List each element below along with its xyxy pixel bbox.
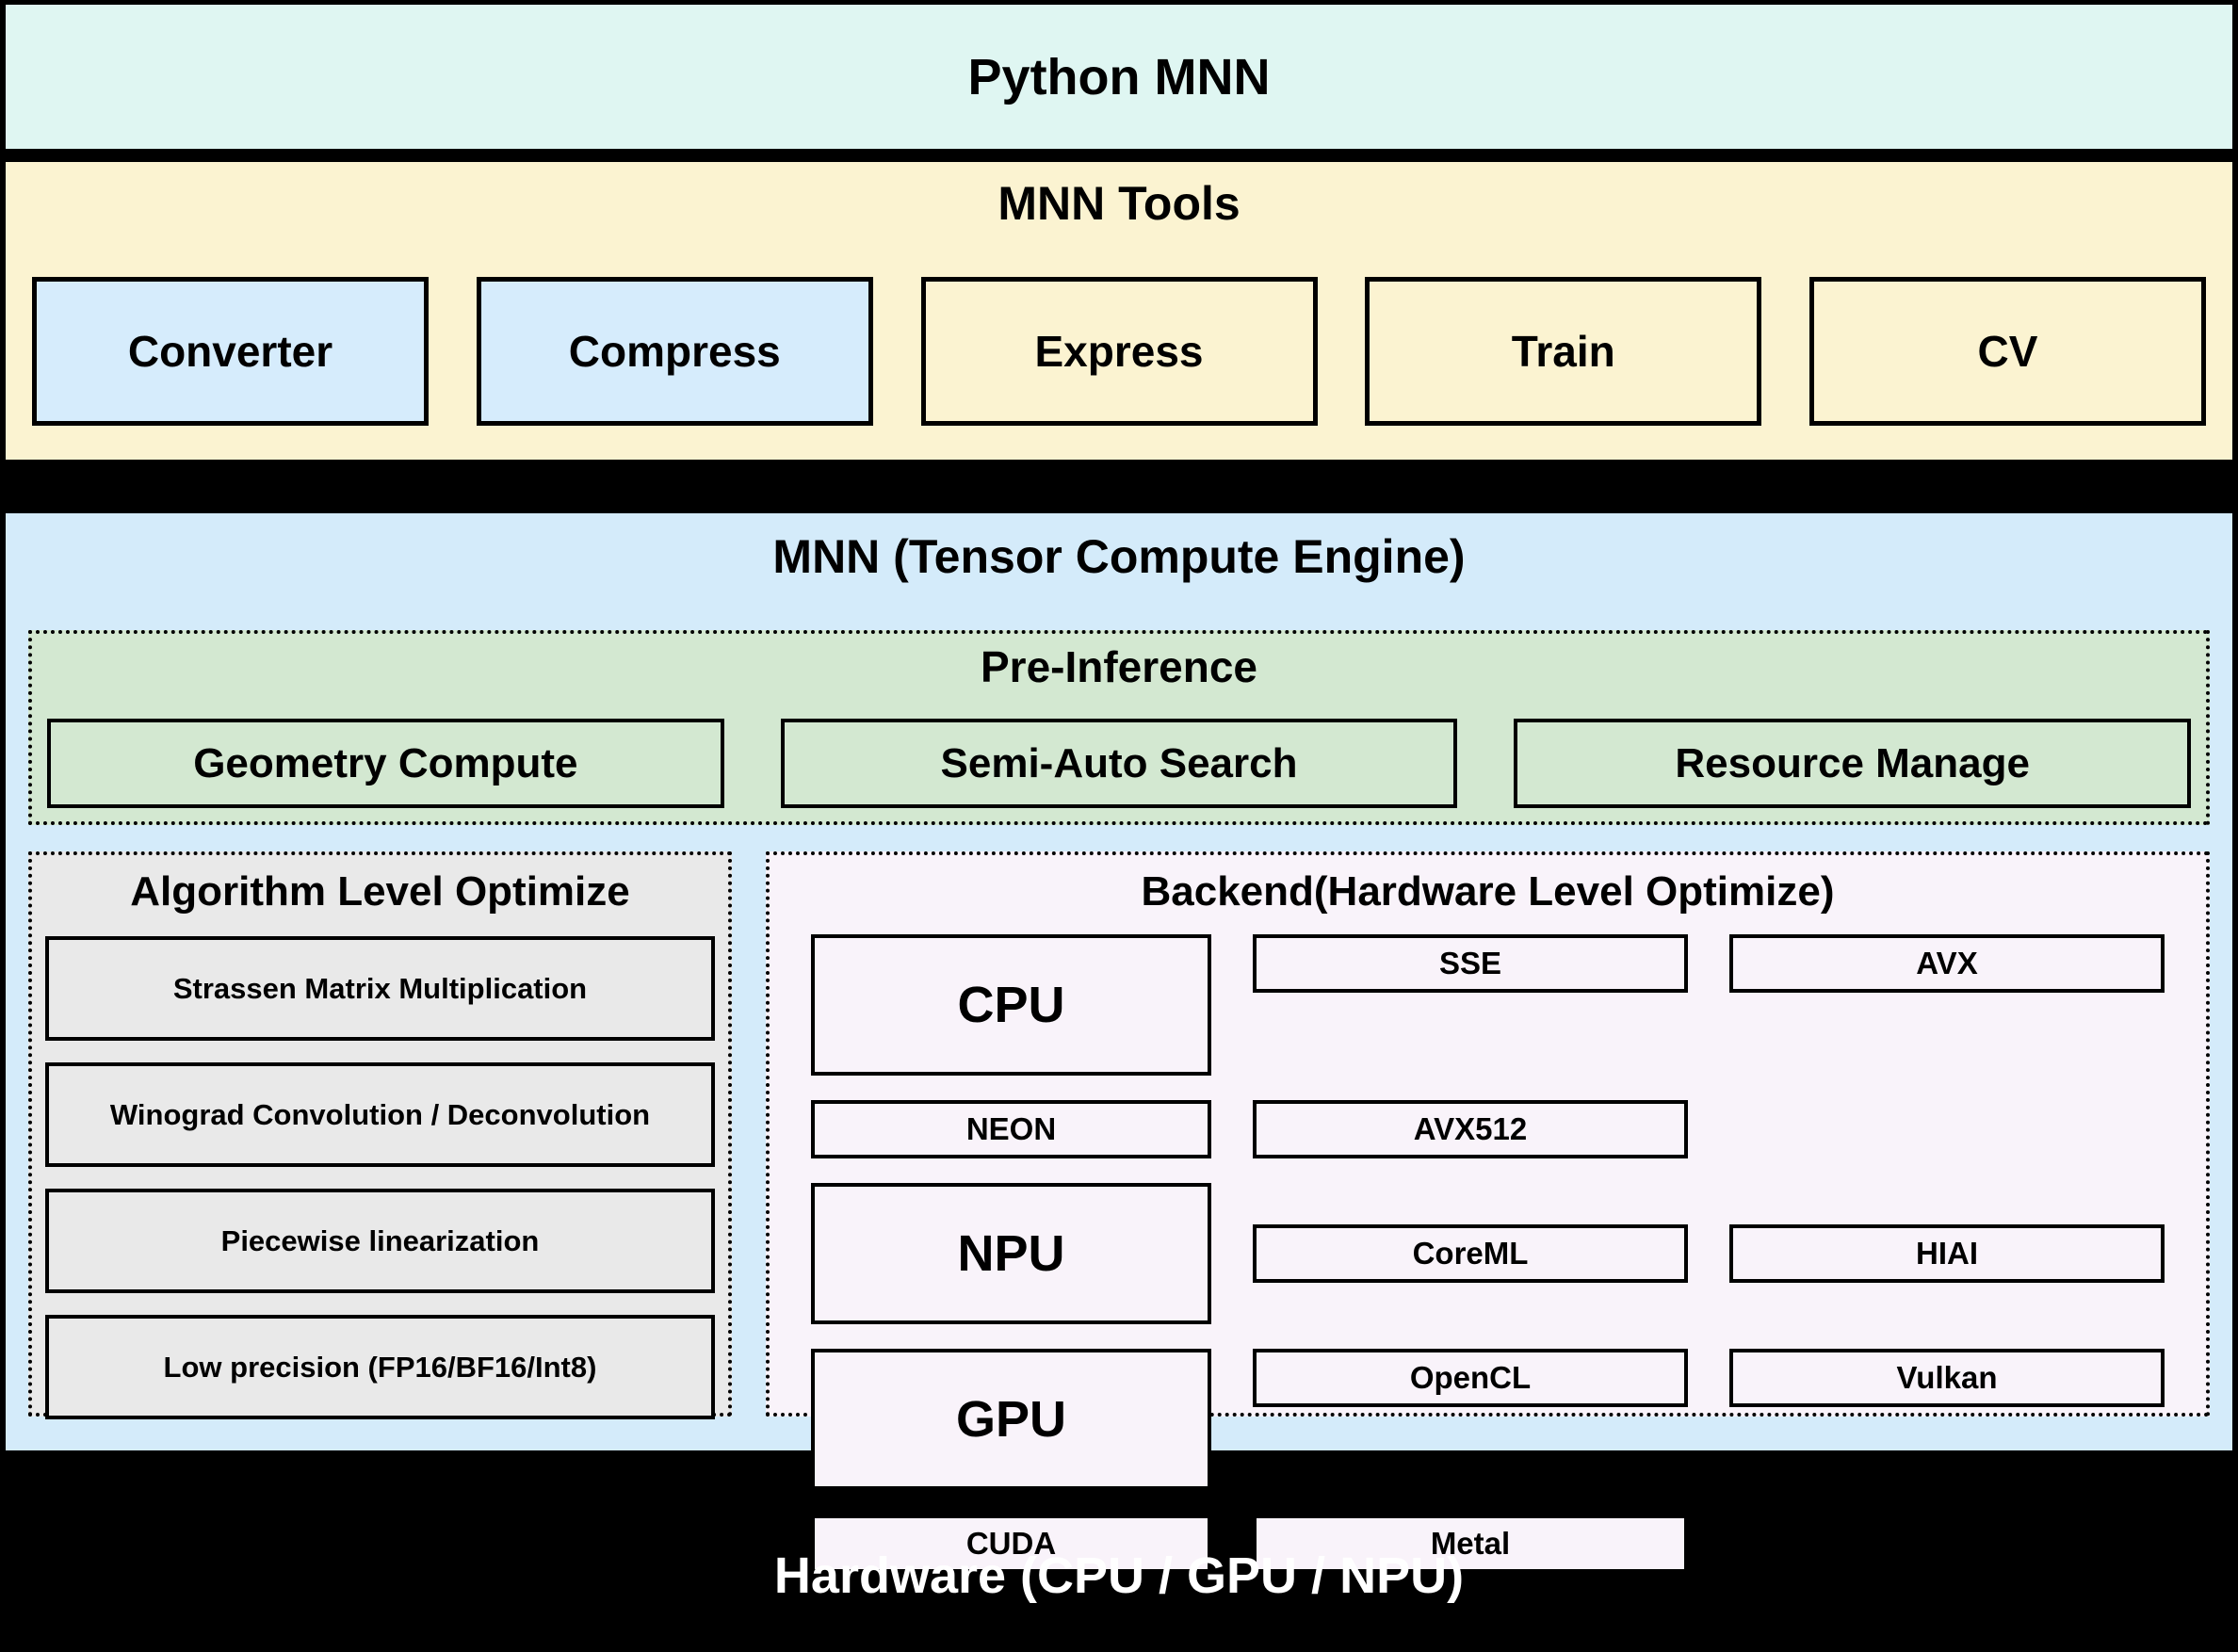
hardware-band: Hardware (CPU / GPU / NPU): [0, 1450, 2238, 1652]
backend-box-avx: AVX: [1729, 934, 2165, 993]
algorithm-box-winograd: Winograd Convolution / Deconvolution: [45, 1062, 715, 1167]
tool-box-train: Train: [1365, 277, 1762, 426]
pre-inference-title: Pre-Inference: [980, 642, 1257, 691]
piecewise-label: Piecewise linearization: [220, 1223, 540, 1257]
geometry-compute-label: Geometry Compute: [193, 739, 578, 786]
cuda-label: CUDA: [965, 1526, 1057, 1561]
backend-title: Backend(Hardware Level Optimize): [1141, 868, 1835, 915]
backend-rows: CPU SSE AVX NEON AVX512: [811, 934, 2165, 1573]
cpu-label: CPU: [957, 977, 1065, 1033]
sse-label: SSE: [1438, 946, 1502, 980]
pre-inference-box-semi-auto-search: Semi-Auto Search: [780, 719, 1458, 808]
pre-inference-panel: Pre-Inference Geometry Compute Semi-Auto…: [28, 630, 2210, 825]
low-precision-label: Low precision (FP16/BF16/Int8): [163, 1350, 597, 1384]
hardware-title: Hardware (CPU / GPU / NPU): [773, 1547, 1465, 1604]
tool-box-converter: Converter: [32, 277, 429, 426]
backend-box-opencl: OpenCL: [1253, 1349, 1688, 1407]
gpu-label: GPU: [955, 1391, 1067, 1448]
backend-box-cuda: CUDA: [811, 1514, 1211, 1573]
processor-box-gpu: GPU: [811, 1349, 1211, 1490]
engine-lower-row: Algorithm Level Optimize Strassen Matrix…: [28, 851, 2210, 1573]
opencl-label: OpenCL: [1409, 1360, 1532, 1395]
metal-label: Metal: [1430, 1526, 1511, 1561]
backend-row-npu: NPU CoreML HIAI: [811, 1183, 2165, 1324]
coreml-label: CoreML: [1412, 1236, 1529, 1271]
tool-box-express: Express: [920, 277, 1318, 426]
algorithm-panel: Algorithm Level Optimize Strassen Matrix…: [28, 851, 732, 1419]
engine-title: MNN (Tensor Compute Engine): [772, 530, 1466, 583]
avx512-label: AVX512: [1413, 1111, 1528, 1146]
strassen-label: Strassen Matrix Multiplication: [172, 971, 588, 1005]
tool-box-train-label: Train: [1511, 327, 1615, 376]
pre-inference-box-resource-manage: Resource Manage: [1514, 719, 2192, 808]
algorithm-box-strassen: Strassen Matrix Multiplication: [45, 936, 715, 1041]
tool-box-cv: CV: [1809, 277, 2206, 426]
processor-box-cpu: CPU: [811, 934, 1211, 1076]
avx-label: AVX: [1916, 946, 1978, 980]
backend-box-avx512: AVX512: [1253, 1100, 1688, 1158]
pre-inference-box-geometry-compute: Geometry Compute: [47, 719, 724, 808]
backend-box-neon: NEON: [811, 1100, 1211, 1158]
hiai-label: HIAI: [1916, 1236, 1978, 1271]
npu-label: NPU: [957, 1225, 1065, 1282]
winograd-label: Winograd Convolution / Deconvolution: [109, 1097, 651, 1131]
backend-row-cpu: CPU SSE AVX NEON AVX512: [811, 934, 2165, 1158]
backend-panel: Backend(Hardware Level Optimize) CPU SSE…: [766, 851, 2210, 1573]
tool-box-express-label: Express: [1034, 327, 1204, 376]
engine-section: MNN (Tensor Compute Engine) Pre-Inferenc…: [6, 513, 2232, 1573]
mnn-tools-row: Converter Compress Express Train CV: [32, 277, 2206, 426]
backend-box-metal: Metal: [1253, 1514, 1688, 1573]
python-mnn-title: Python MNN: [967, 48, 1271, 105]
tool-box-compress: Compress: [476, 277, 873, 426]
vulkan-label: Vulkan: [1896, 1360, 1998, 1395]
semi-auto-search-label: Semi-Auto Search: [940, 739, 1298, 786]
python-mnn-banner: Python MNN: [6, 5, 2232, 149]
resource-manage-label: Resource Manage: [1675, 739, 2030, 786]
tool-box-compress-label: Compress: [568, 327, 781, 376]
neon-label: NEON: [965, 1111, 1057, 1146]
backend-box-sse: SSE: [1253, 934, 1688, 993]
processor-box-npu: NPU: [811, 1183, 1211, 1324]
tool-box-converter-label: Converter: [127, 327, 333, 376]
backend-box-hiai: HIAI: [1729, 1224, 2165, 1283]
tool-box-cv-label: CV: [1977, 327, 2038, 376]
mnn-tools-title: MNN Tools: [997, 177, 1241, 230]
pre-inference-row: Geometry Compute Semi-Auto Search Resour…: [47, 719, 2192, 808]
algorithm-title: Algorithm Level Optimize: [130, 868, 630, 915]
algorithm-box-low-precision: Low precision (FP16/BF16/Int8): [45, 1315, 715, 1419]
backend-box-coreml: CoreML: [1253, 1224, 1688, 1283]
backend-box-vulkan: Vulkan: [1729, 1349, 2165, 1407]
algorithm-box-piecewise: Piecewise linearization: [45, 1189, 715, 1293]
algorithm-stack: Strassen Matrix Multiplication Winograd …: [45, 936, 715, 1419]
mnn-tools-section: MNN Tools Converter Compress Express Tra…: [6, 162, 2232, 460]
backend-row-gpu: GPU OpenCL Vulkan CUDA Metal: [811, 1349, 2165, 1573]
